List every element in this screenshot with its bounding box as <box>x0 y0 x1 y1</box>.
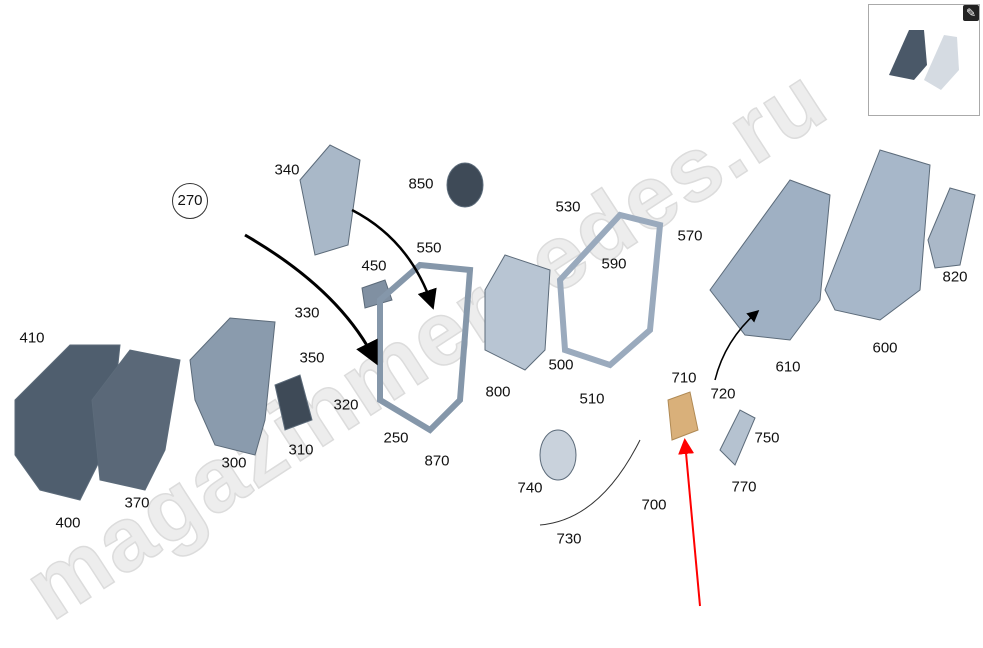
callout-700[interactable]: 700 <box>641 496 667 514</box>
callout-410[interactable]: 410 <box>19 329 45 347</box>
part-300 <box>189 317 276 456</box>
callout-800[interactable]: 800 <box>485 383 511 401</box>
callout-570[interactable]: 570 <box>677 227 703 245</box>
edit-icon[interactable]: ✎ <box>963 5 979 21</box>
callout-740[interactable]: 740 <box>517 479 543 497</box>
part-610 <box>709 179 831 341</box>
callout-750[interactable]: 750 <box>754 429 780 447</box>
part-740 <box>539 429 577 481</box>
callout-530[interactable]: 530 <box>555 198 581 216</box>
callout-820[interactable]: 820 <box>942 268 968 286</box>
part-850 <box>446 162 484 208</box>
part-310 <box>274 374 313 431</box>
highlight-arrow <box>678 438 701 607</box>
callout-590[interactable]: 590 <box>601 255 627 273</box>
callout-730[interactable]: 730 <box>556 530 582 548</box>
callout-850[interactable]: 850 <box>408 175 434 193</box>
part-340 <box>299 144 361 256</box>
part-710 <box>667 391 699 441</box>
part-400 <box>14 344 121 501</box>
callout-720[interactable]: 720 <box>710 385 736 403</box>
callout-250[interactable]: 250 <box>383 429 409 447</box>
arrow-340 <box>351 208 437 310</box>
arrow-720 <box>714 310 760 381</box>
part-250 <box>377 261 474 434</box>
part-800 <box>484 254 551 371</box>
callout-370[interactable]: 370 <box>124 494 150 512</box>
part-590 <box>556 211 664 369</box>
callout-400[interactable]: 400 <box>55 514 81 532</box>
callout-550[interactable]: 550 <box>416 239 442 257</box>
callout-350[interactable]: 350 <box>299 349 325 367</box>
callout-870[interactable]: 870 <box>424 452 450 470</box>
callout-270[interactable]: 270 <box>172 183 208 219</box>
callout-770[interactable]: 770 <box>731 478 757 496</box>
callout-510[interactable]: 510 <box>579 390 605 408</box>
part-450 <box>361 279 393 309</box>
callout-610[interactable]: 610 <box>775 358 801 376</box>
arrow-270 <box>244 233 378 366</box>
callout-500[interactable]: 500 <box>548 356 574 374</box>
callout-300[interactable]: 300 <box>221 454 247 472</box>
seat-thumbnail <box>889 30 959 90</box>
part-370 <box>91 349 181 491</box>
part-820 <box>927 187 976 269</box>
callout-600[interactable]: 600 <box>872 339 898 357</box>
part-750 <box>719 409 756 466</box>
callout-340[interactable]: 340 <box>274 161 300 179</box>
part-600 <box>824 149 931 321</box>
callout-710[interactable]: 710 <box>671 369 697 387</box>
callout-450[interactable]: 450 <box>361 257 387 275</box>
part-730 <box>539 439 641 526</box>
thumbnail-view[interactable]: ✎ <box>868 4 980 116</box>
callout-330[interactable]: 330 <box>294 304 320 322</box>
callout-310[interactable]: 310 <box>288 441 314 459</box>
callout-320[interactable]: 320 <box>333 396 359 414</box>
